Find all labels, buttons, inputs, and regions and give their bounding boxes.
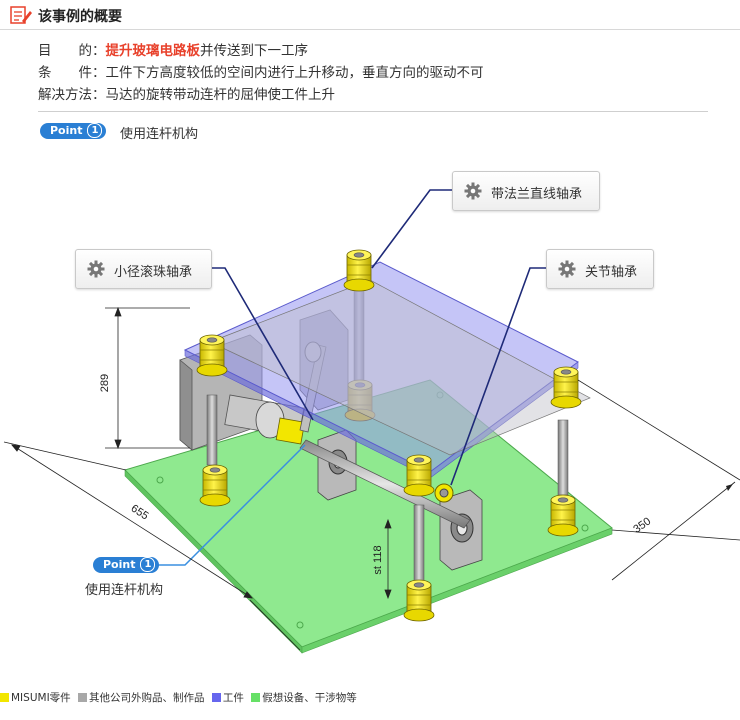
drive-shaft	[299, 439, 471, 529]
flange-bearing-front-upper	[403, 454, 435, 497]
flange-bearing-front-left-lower	[199, 464, 231, 507]
solution-text: 马达的旋转带动连杆的屈伸使工件上升	[105, 87, 336, 103]
gear-icon	[558, 260, 576, 278]
dim-width-arrow	[726, 484, 733, 491]
solution-line: 解决方法：马达的旋转带动连杆的屈伸使工件上升	[38, 83, 335, 103]
callout-flange-bearing: 带法兰直线轴承	[452, 171, 600, 211]
dimension-stroke	[384, 518, 392, 600]
callout-joint-bearing-label: 关节轴承	[585, 265, 638, 280]
solution-label: 解决方法：	[38, 87, 106, 103]
flange-bearing-right-upper	[550, 366, 582, 409]
legend-item-virtual: 假想设备、干涉物等	[251, 690, 357, 705]
condition-line: 条 件：工件下方高度较低的空间内进行上升移动，垂直方向的驱动不可	[38, 61, 484, 81]
gear-icon	[87, 260, 105, 278]
guide-rod-front-left	[206, 394, 218, 466]
purpose-highlight: 提升玻璃电路板	[105, 43, 201, 59]
flange-bearing-right-lower	[547, 494, 579, 537]
guide-rod-right	[557, 419, 569, 496]
flange-bearing-front-left-upper	[196, 334, 228, 377]
dim-stroke-label: st 118	[372, 545, 384, 574]
diagram-point-text: 使用连杆机构	[85, 583, 164, 598]
dimension-height	[105, 306, 190, 450]
legend-swatch-green	[251, 693, 261, 702]
leader-lines	[210, 189, 546, 486]
base-plate	[124, 379, 613, 654]
section-header: 该事例的概要	[0, 0, 740, 30]
flange-bearing-front-lower	[403, 579, 435, 622]
legend-swatch-blue	[211, 693, 221, 702]
legend-item-other: 其他公司外购品、制作品	[78, 690, 205, 705]
flange-bearing-back-upper	[343, 249, 375, 292]
point-badge: Point 1	[40, 123, 107, 139]
header-divider	[0, 29, 740, 30]
edit-note-icon	[10, 6, 32, 24]
legend-swatch-gray	[78, 693, 88, 702]
legend-label: 工件	[222, 692, 244, 704]
callout-flange-bearing-label: 带法兰直线轴承	[491, 187, 583, 202]
point-badge-label: Point	[50, 124, 83, 137]
legend-label: 假想设备、干涉物等	[262, 692, 357, 704]
purpose-label: 目 的：	[38, 43, 106, 59]
point-leader-line	[158, 444, 306, 566]
section-title: 该事例的概要	[38, 9, 122, 25]
condition-text: 工件下方高度较低的空间内进行上升移动，垂直方向的驱动不可	[105, 65, 484, 81]
dimension-length	[3, 441, 301, 651]
callout-small-ball-bearing: 小径滚珠轴承	[75, 249, 212, 289]
purpose-text: 并传送到下一工序	[200, 43, 308, 59]
guide-rod-front	[413, 504, 425, 591]
dim-height-label: 289	[99, 374, 111, 392]
legend-item-misumi: MISUMI零件	[0, 690, 71, 705]
legend-item-workpiece: 工件	[211, 690, 244, 705]
point-badge-number: 1	[87, 123, 103, 138]
gear-icon	[464, 182, 482, 200]
condition-label: 条 件：	[38, 65, 106, 81]
diagram-point-badge-number: 1	[140, 557, 156, 572]
legend-swatch-yellow	[0, 693, 9, 702]
color-legend: MISUMI零件 其他公司外购品、制作品 工件 假想设备、干涉物等	[0, 690, 740, 704]
dim-length-label: 655	[129, 502, 151, 522]
dimension-width	[577, 379, 740, 581]
joint-bearing-part	[434, 483, 454, 503]
purpose-line: 目 的：提升玻璃电路板并传送到下一工序	[38, 39, 308, 59]
point-text: 使用连杆机构	[120, 127, 199, 142]
legend-label: 其他公司外购品、制作品	[89, 692, 205, 704]
info-divider	[38, 111, 708, 112]
diagram-point-badge-label: Point	[103, 558, 136, 571]
diagram-point-badge: Point 1	[93, 557, 160, 573]
callout-joint-bearing: 关节轴承	[546, 249, 654, 289]
legend-label: MISUMI零件	[11, 692, 71, 704]
glass-workpiece	[183, 261, 579, 479]
callout-small-ball-bearing-label: 小径滚珠轴承	[114, 265, 193, 280]
support-plate	[209, 279, 591, 456]
